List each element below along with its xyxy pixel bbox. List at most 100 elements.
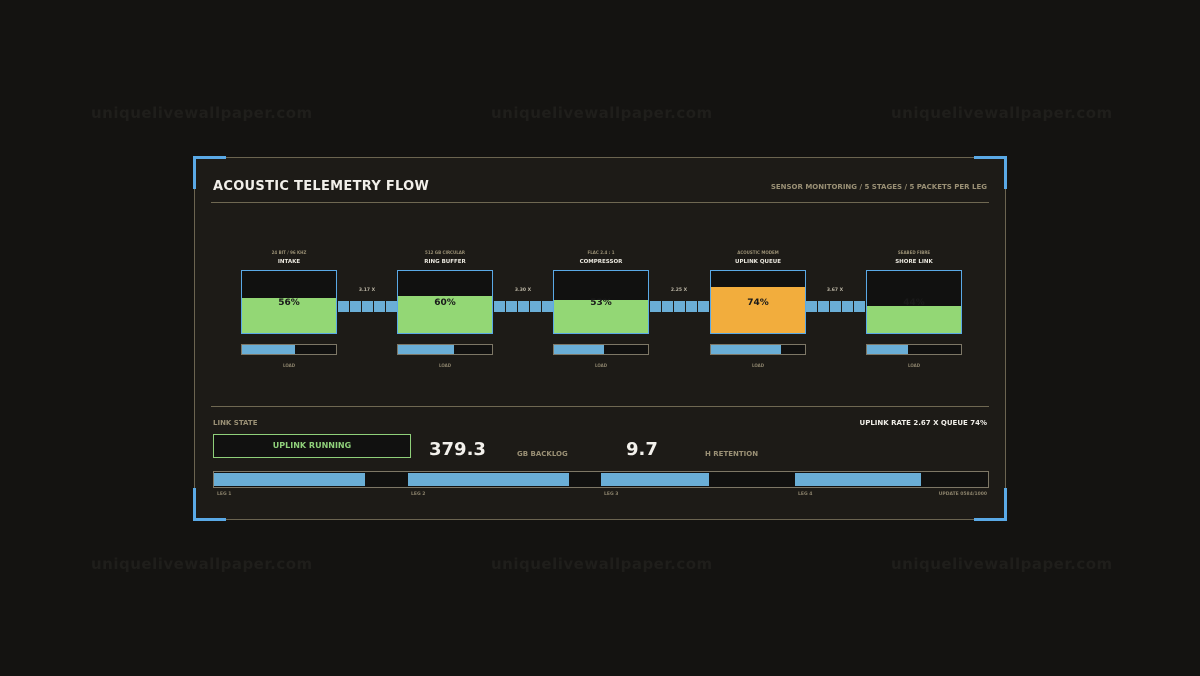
packet-block: [842, 301, 853, 312]
stage-meta: ACOUSTIC MODEM: [737, 250, 779, 255]
stage-load-bar: [553, 344, 649, 355]
watermark: uniquelivewallpaper.com: [891, 104, 1113, 122]
retention-label: H RETENTION: [705, 450, 759, 458]
corner-bracket: [193, 156, 226, 189]
stage-meta: FLAC 2.4 : 1: [587, 250, 615, 255]
stage-load-fill: [867, 345, 909, 354]
packet-block: [374, 301, 385, 312]
stage-percent: 53%: [590, 298, 612, 308]
packet-block: [674, 301, 685, 312]
packet-block: [698, 301, 709, 312]
stage-load-bar: [710, 344, 806, 355]
watermark: uniquelivewallpaper.com: [91, 555, 313, 573]
packet-block: [830, 301, 841, 312]
stage-name: UPLINK QUEUE: [735, 259, 781, 265]
stage-name: RING BUFFER: [424, 259, 466, 265]
stage-load-bar: [397, 344, 493, 355]
stage-load-fill: [242, 345, 295, 354]
stage-name: COMPRESSOR: [579, 259, 623, 265]
packet-connector: 3.67 X: [806, 288, 865, 312]
packet-block: [506, 301, 517, 312]
stage-load-label: LOAD: [907, 363, 921, 368]
packet-block: [806, 301, 817, 312]
backlog-label: GB BACKLOG: [517, 450, 568, 458]
leg-label: LEG 3: [604, 492, 619, 497]
leg-label: LEG 1: [217, 492, 232, 497]
leg-label: LEG 4: [798, 492, 813, 497]
stage-level-box: 56%: [241, 270, 337, 334]
packet-block: [518, 301, 529, 312]
stage-load-fill: [398, 345, 455, 354]
packet-block: [542, 301, 553, 312]
stage-load-bar: [866, 344, 962, 355]
stage-card[interactable]: SEABED FIBRE SHORE LINK 44% LOAD: [866, 250, 962, 368]
packet-block: [686, 301, 697, 312]
page-title: ACOUSTIC TELEMETRY FLOW: [213, 179, 430, 194]
stage-meta: 512 GB CIRCULAR: [425, 250, 465, 255]
stage-level-box: 60%: [397, 270, 493, 334]
timeline-segment: [794, 473, 921, 486]
packet-block: [530, 301, 541, 312]
corner-bracket: [974, 156, 1007, 189]
backlog-value: 379.3: [429, 439, 486, 460]
retention-value: 9.7: [626, 439, 658, 460]
watermark: uniquelivewallpaper.com: [91, 104, 313, 122]
stage-card[interactable]: 24 BIT / 96 KHZ INTAKE 56% LOAD: [241, 250, 337, 368]
stage-meta: 24 BIT / 96 KHZ: [271, 250, 307, 255]
watermark: uniquelivewallpaper.com: [491, 555, 713, 573]
stage-card[interactable]: 512 GB CIRCULAR RING BUFFER 60% LOAD: [397, 250, 493, 368]
stage-name: SHORE LINK: [895, 259, 933, 265]
packet-block: [350, 301, 361, 312]
stage-level-fill: [242, 298, 336, 333]
update-counter: UPDATE 0584/1000: [938, 492, 987, 497]
leg-timeline-bar: [213, 471, 989, 488]
timeline-segment: [601, 473, 709, 486]
stage-percent: 60%: [434, 298, 456, 308]
watermark: uniquelivewallpaper.com: [891, 555, 1113, 573]
stage-level-fill: [867, 305, 961, 333]
telemetry-panel: ACOUSTIC TELEMETRY FLOW SENSOR MONITORIN…: [193, 156, 1007, 521]
stage-meta: SEABED FIBRE: [897, 250, 931, 255]
stage-load-label: LOAD: [438, 363, 452, 368]
corner-bracket: [193, 488, 226, 521]
packet-block: [362, 301, 373, 312]
connector-ratio: 3.67 X: [826, 288, 844, 293]
packet-connector: 2.25 X: [650, 288, 709, 312]
uplink-rate-readout: UPLINK RATE 2.67 X QUEUE 74%: [859, 419, 987, 427]
stage-level-fill: [554, 300, 648, 333]
timeline-segment: [407, 473, 570, 486]
stage-level-box: 74%: [710, 270, 806, 334]
packet-block: [650, 301, 661, 312]
connector-ratio: 3.30 X: [514, 288, 532, 293]
watermark: uniquelivewallpaper.com: [491, 104, 713, 122]
stage-card[interactable]: ACOUSTIC MODEM UPLINK QUEUE 74% LOAD: [710, 250, 806, 368]
uplink-running-button[interactable]: UPLINK RUNNING: [213, 434, 411, 458]
packet-block: [494, 301, 505, 312]
stage-load-label: LOAD: [751, 363, 765, 368]
divider: [211, 202, 989, 203]
stage-load-bar: [241, 344, 337, 355]
stage-level-fill: [711, 287, 805, 333]
packet-block: [338, 301, 349, 312]
stage-percent: 44%: [903, 298, 925, 308]
stage-load-label: LOAD: [282, 363, 296, 368]
stage-percent: 56%: [278, 298, 300, 308]
stage-level-box: 53%: [553, 270, 649, 334]
packet-block: [818, 301, 829, 312]
stage-level-fill: [398, 295, 492, 333]
timeline-segment: [214, 473, 365, 486]
stage-percent: 74%: [747, 298, 769, 308]
stage-load-fill: [554, 345, 604, 354]
stage-load-fill: [711, 345, 781, 354]
divider: [211, 406, 989, 407]
packet-block: [386, 301, 397, 312]
leg-label: LEG 2: [411, 492, 426, 497]
packet-block: [662, 301, 673, 312]
packet-connector: 3.17 X: [338, 288, 397, 312]
corner-bracket: [974, 488, 1007, 521]
link-state-label: LINK STATE: [213, 419, 258, 427]
connector-ratio: 3.17 X: [358, 288, 376, 293]
stage-name: INTAKE: [277, 259, 301, 265]
stage-level-box: 44%: [866, 270, 962, 334]
